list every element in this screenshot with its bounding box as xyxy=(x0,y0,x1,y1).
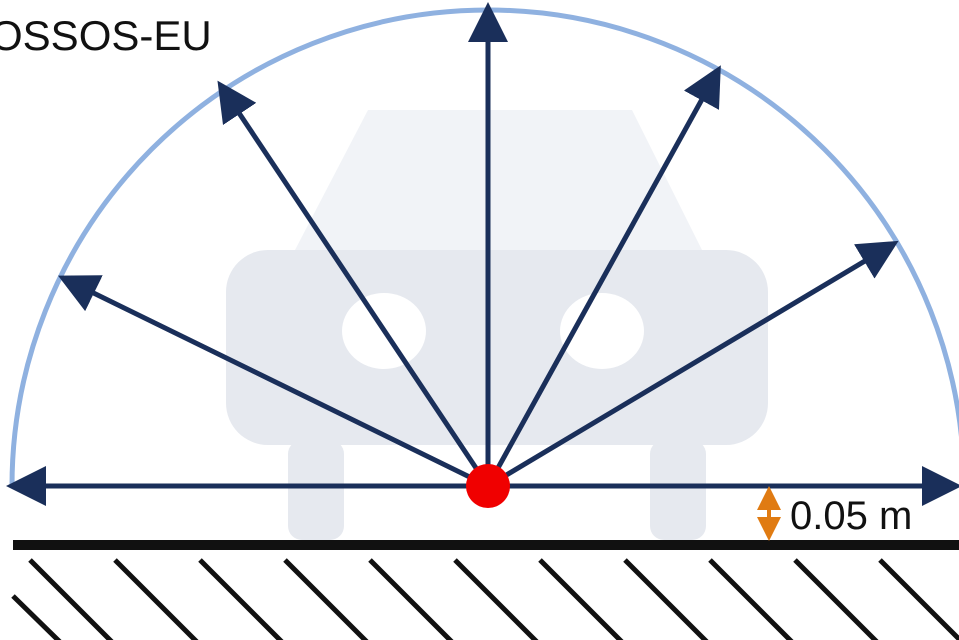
ray-arrow xyxy=(58,275,490,489)
radiation-rays xyxy=(6,2,959,506)
ray-arrow xyxy=(486,240,899,489)
hatch-line xyxy=(113,558,199,640)
car-left-wheel xyxy=(288,440,344,540)
hatch-line xyxy=(538,558,624,640)
hatch-line xyxy=(28,558,114,640)
hatch-line xyxy=(878,558,959,640)
hatch-line xyxy=(708,558,794,640)
hatch-line xyxy=(793,558,879,640)
ground-hatching xyxy=(11,558,959,640)
hatch-line xyxy=(283,558,369,640)
ray-arrow xyxy=(485,65,721,488)
sound-source-dot xyxy=(466,464,510,508)
car-body xyxy=(226,250,768,445)
car-right-headlight xyxy=(560,293,644,369)
hatch-line xyxy=(453,558,539,640)
car-right-wheel xyxy=(650,440,706,540)
car-windshield xyxy=(295,110,702,250)
ray-arrow xyxy=(217,80,491,488)
hatch-line xyxy=(198,558,284,640)
hatch-line xyxy=(623,558,709,640)
hatch-line xyxy=(11,594,62,640)
scheme-label: OSSOS-EU xyxy=(0,12,212,59)
hatch-line xyxy=(368,558,454,640)
source-height-label: 0.05 m xyxy=(790,494,913,538)
